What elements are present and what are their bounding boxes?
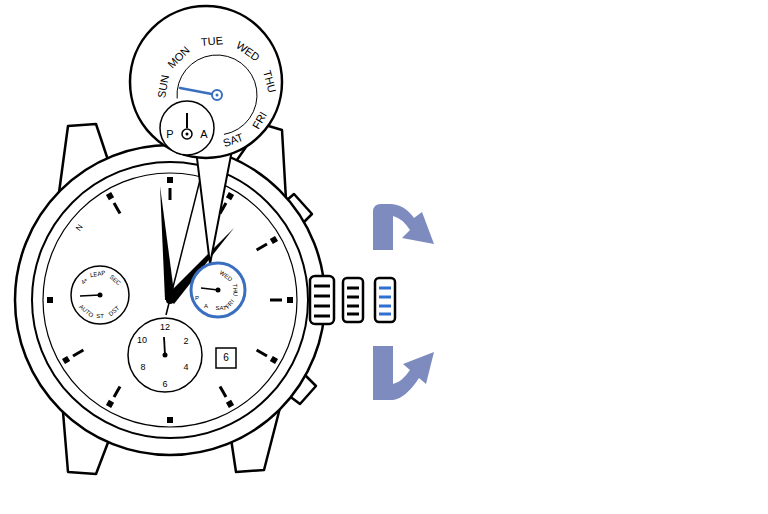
day-label: A xyxy=(204,303,208,309)
subdial-hand xyxy=(164,337,165,355)
hour-dot xyxy=(287,297,293,303)
day-label: THU xyxy=(231,284,238,297)
crown-second-click xyxy=(375,278,395,322)
date-window: 6 xyxy=(216,348,236,368)
highlight-ring xyxy=(191,263,245,317)
bezel xyxy=(32,162,308,438)
hour-dot xyxy=(226,192,234,200)
function-label: 4+ xyxy=(79,276,88,285)
subdial-numeral: 10 xyxy=(137,336,147,345)
hour-index xyxy=(220,203,226,213)
hour-index xyxy=(220,387,226,397)
am-pm-dial: PA xyxy=(159,100,215,156)
subdial-numeral: 12 xyxy=(160,323,170,332)
am-pm-pin xyxy=(186,133,189,136)
day-hand-pin xyxy=(216,94,219,97)
subdial-hub xyxy=(216,288,221,293)
crown-first-click xyxy=(347,313,359,316)
hour-markers xyxy=(47,177,293,423)
am-pm-label: A xyxy=(200,129,207,140)
am-pm-hand xyxy=(186,113,188,128)
am-pm-label: P xyxy=(166,129,173,140)
day-subdial: WEDTHUFRISATPA xyxy=(190,262,246,318)
hour-dot xyxy=(167,177,173,183)
hour-index xyxy=(270,299,282,302)
bubble-outline xyxy=(130,6,282,158)
hour-dot xyxy=(270,356,278,364)
hour-index xyxy=(257,244,267,250)
crown-normal xyxy=(314,295,330,298)
crown-normal xyxy=(314,315,330,318)
date-number: 6 xyxy=(223,353,229,363)
subdial-numeral: 2 xyxy=(183,337,188,346)
function-label: LEAP xyxy=(90,270,106,279)
hour-index xyxy=(73,350,83,356)
hour-dot xyxy=(270,236,278,244)
hour-dot xyxy=(62,356,70,364)
subdial-hub xyxy=(98,293,103,298)
crown-first-click xyxy=(347,305,359,308)
watch-case xyxy=(15,145,325,455)
hour-dot xyxy=(167,417,173,423)
hour-dot xyxy=(106,192,114,200)
function-label: DST xyxy=(107,305,120,317)
hour-index xyxy=(257,350,267,356)
crown-first-click xyxy=(343,278,363,322)
subdial-numeral: 8 xyxy=(140,363,145,372)
rotate-arrow-up xyxy=(373,204,434,250)
hour-index xyxy=(169,188,172,200)
watch-hands xyxy=(166,228,234,304)
crown-normal xyxy=(314,285,330,288)
day-label: WED xyxy=(219,270,234,283)
function-label: SEC xyxy=(108,274,121,287)
crown-normal xyxy=(314,305,330,308)
crown-first-click xyxy=(343,278,363,322)
subdial-hub xyxy=(163,353,168,358)
function-label: ST xyxy=(96,313,104,319)
crown-second-click xyxy=(379,296,391,299)
subdial-numeral: 6 xyxy=(162,380,167,389)
hour-index xyxy=(114,387,120,397)
subdial-hand xyxy=(80,295,100,296)
subdial-outline xyxy=(71,266,129,324)
subdial-outline xyxy=(128,318,202,392)
crown-first-click xyxy=(347,296,359,299)
crown-normal xyxy=(310,276,334,324)
watch-hands xyxy=(166,296,174,304)
day-label: SAT xyxy=(215,305,226,311)
hour-index xyxy=(114,203,120,213)
crown-second-click xyxy=(375,278,395,322)
crown-first-click xyxy=(347,287,359,290)
dial-marker-label: N xyxy=(75,223,85,232)
hour-subdial: 10 12 2 4 8 6 xyxy=(127,317,203,393)
day-zoom-bubble: SUNMONTUEWEDTHUFRISATPA xyxy=(128,4,284,160)
am-pm-outline xyxy=(160,101,214,155)
function-subdial: 4+LEAPSECAUTOSTDST xyxy=(70,265,130,325)
crown-second-click xyxy=(379,287,391,290)
day-hand xyxy=(201,288,218,290)
rotate-arrow-down xyxy=(373,346,434,400)
crown-second-click xyxy=(379,305,391,308)
day-label: P xyxy=(195,295,199,301)
am-pm-hub xyxy=(182,129,192,139)
watch-hands xyxy=(166,180,200,315)
callout-tail xyxy=(196,150,232,264)
crown-second-click xyxy=(379,313,391,316)
hour-dot xyxy=(106,400,114,408)
subdial-numeral: 4 xyxy=(183,363,188,372)
hour-dot xyxy=(47,297,53,303)
watch-hands xyxy=(160,186,175,300)
day-label: TUE xyxy=(201,35,224,48)
crown-normal xyxy=(310,276,334,324)
hour-dot xyxy=(226,400,234,408)
date-frame xyxy=(216,348,236,368)
day-hand-hub xyxy=(212,90,222,100)
dial xyxy=(43,173,297,427)
